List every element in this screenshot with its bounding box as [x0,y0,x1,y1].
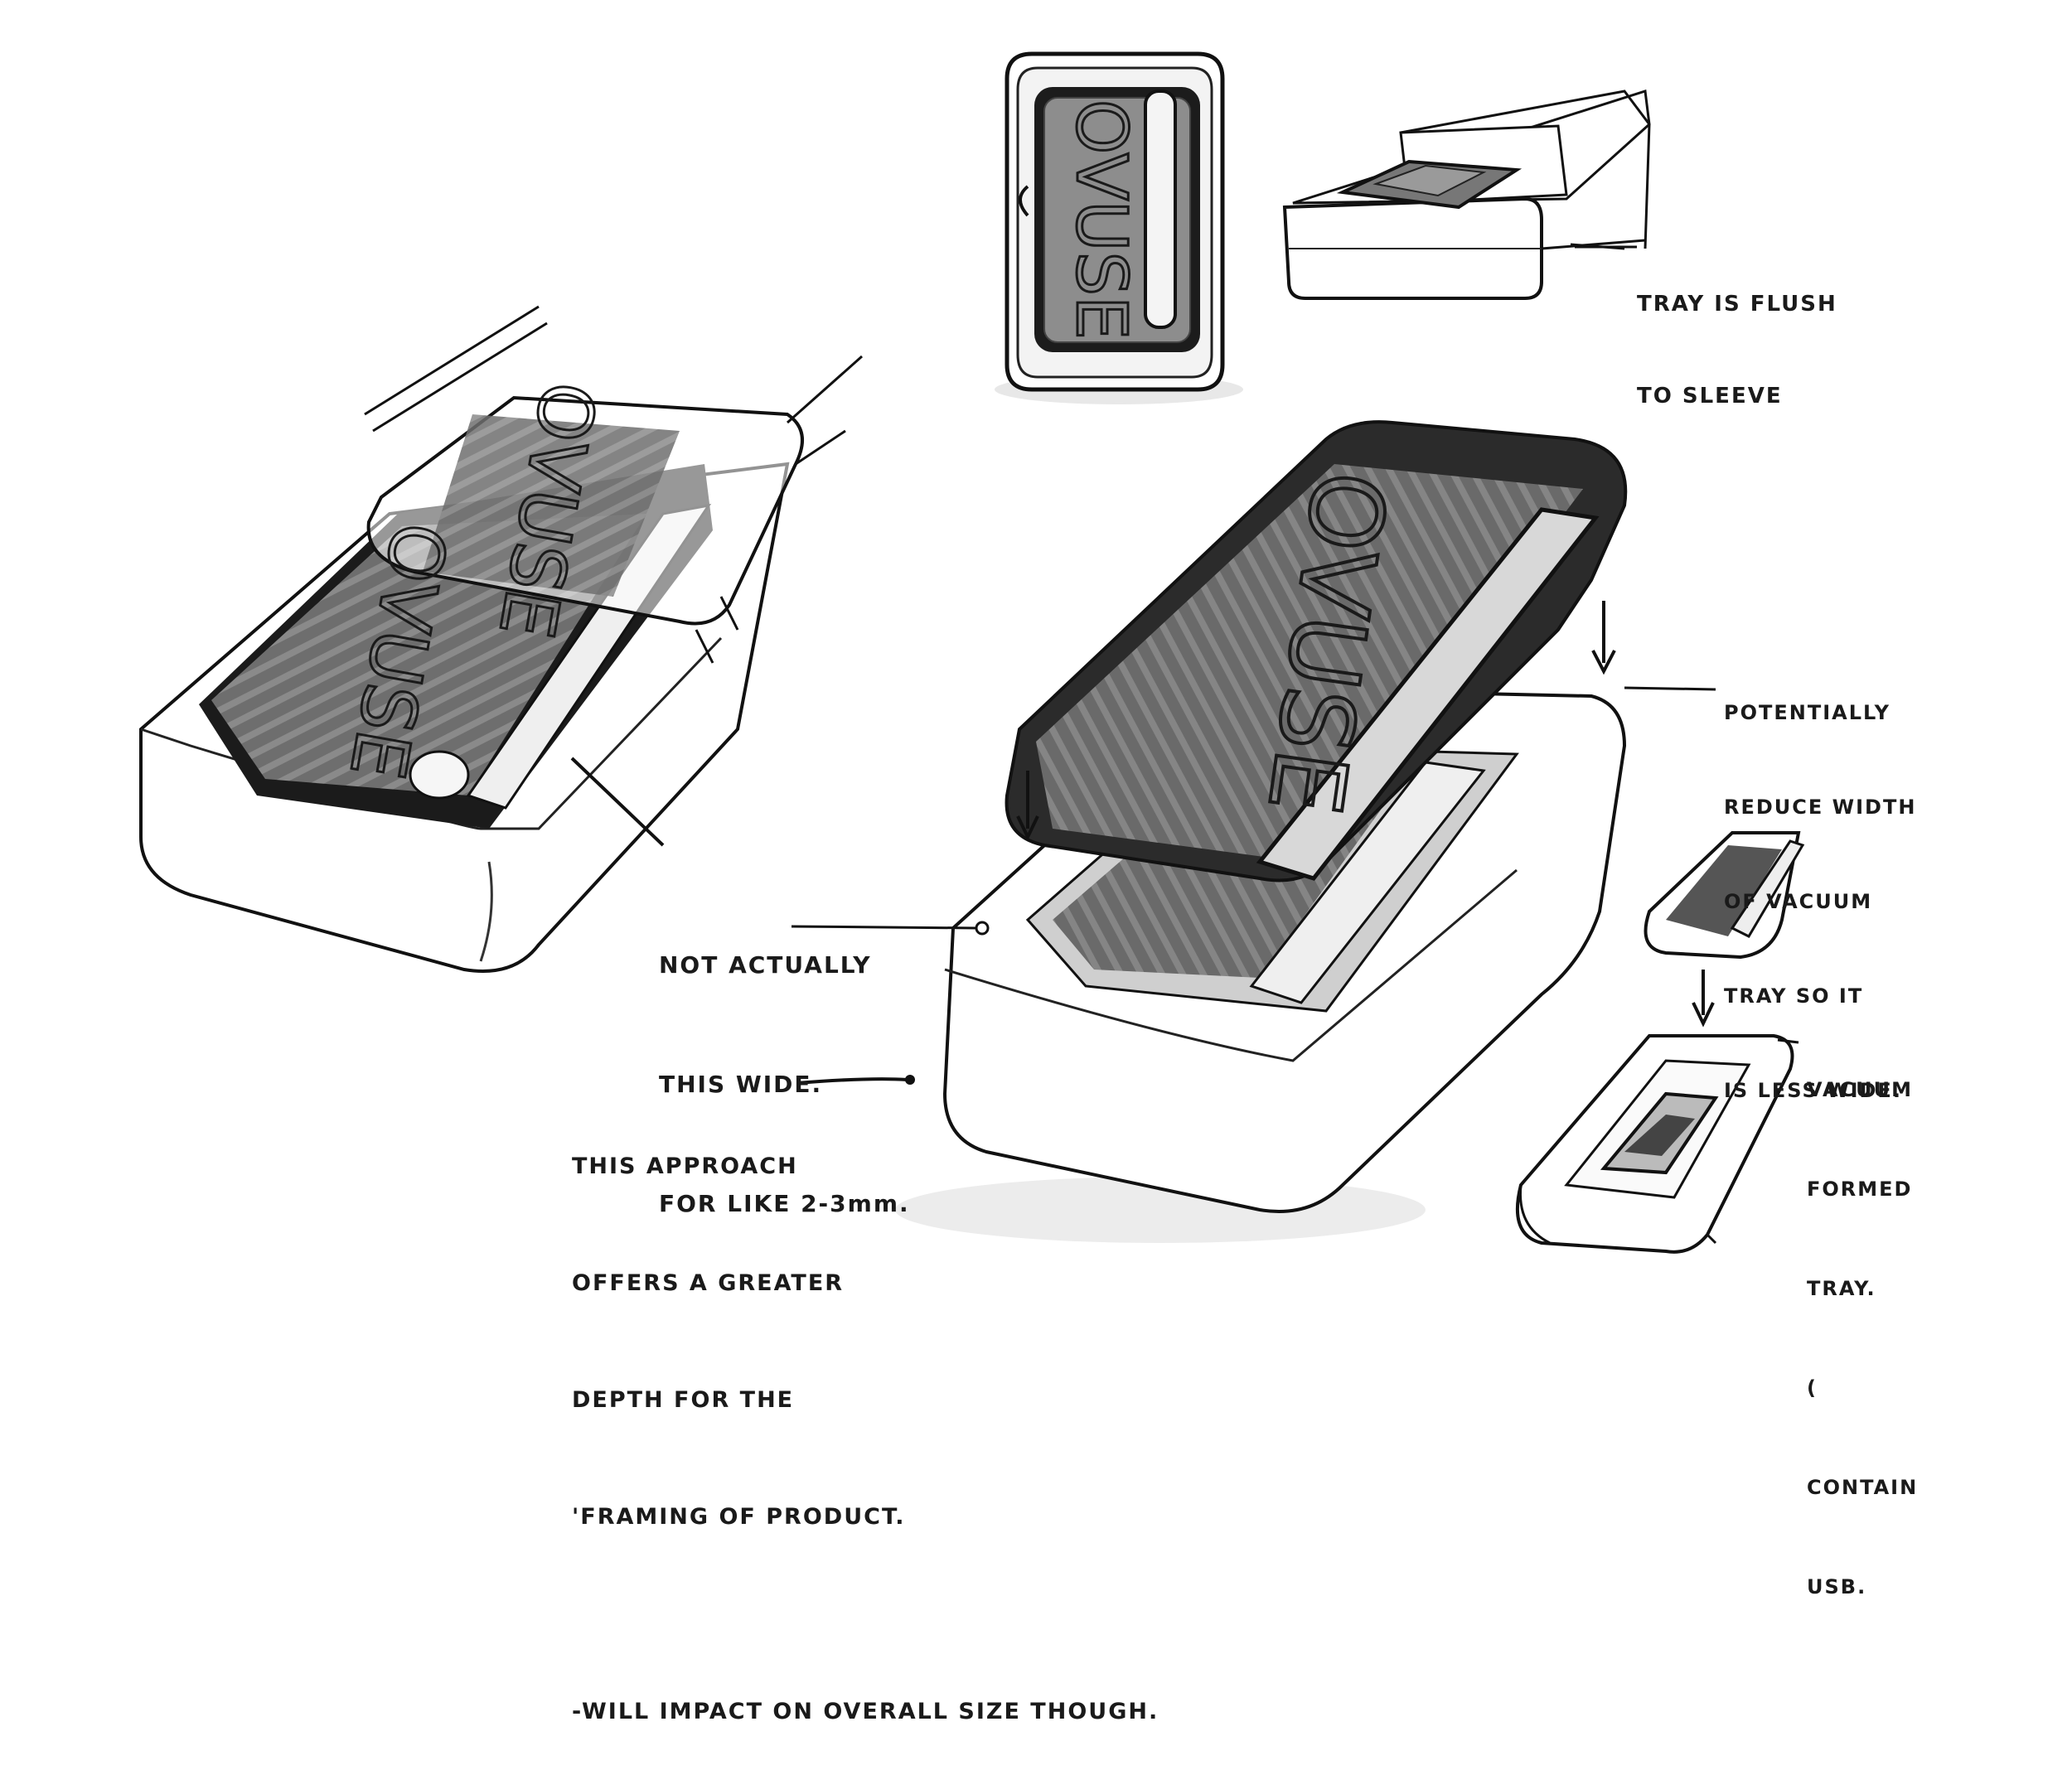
usb-tray-sketch [1515,831,1805,1254]
annotation-line: ( [1807,1376,1818,1400]
annotation-potential: POTENTIALLY REDUCE WIDTH OF VACUUM TRAY … [1724,634,1916,1138]
sketch-canvas: OVUSE OVUSE OVUSE [139,51,1805,1254]
leader-line-vacuum [1777,1038,1799,1044]
annotation-line: 'FRAMING OF PRODUCT. [572,1504,906,1530]
leader-line-width-2 [791,925,977,930]
annotation-line: TRAY IS FLUSH [1637,292,1837,317]
annotation-line: FOR LIKE 2-3mm. [659,1190,910,1217]
annotation-line: OFFERS A GREATER [572,1270,845,1296]
exploded-view-sketch: OVUSE [895,420,1628,1243]
annotation-width: NOT ACTUALLY THIS WIDE. FOR LIKE 2-3mm. [659,866,910,1264]
annotation-line: TRAY SO IT [1724,984,1864,1008]
annotation-line: THIS WIDE. [659,1071,823,1098]
annotation-line: DEPTH FOR THE [572,1387,795,1413]
leader-line-flush [1570,243,1625,250]
front-view-sketch: OVUSE [995,51,1243,404]
annotation-vacuum: VACUUM FORMED TRAY. ( CONTAIN USB. [1807,1007,1918,1637]
leader-line-potential [1624,686,1716,691]
leader-line-approach [796,1077,908,1085]
annotation-flush: TRAY IS FLUSH TO SLEEVE [1637,228,1837,442]
annotation-line: OF VACUUM [1724,890,1873,913]
leader-line-width [570,757,665,847]
sleeve-sketch [1282,89,1651,300]
annotation-line: REDUCE WIDTH [1724,796,1917,819]
annotation-line: USB. [1807,1575,1867,1598]
annotation-line: CONTAIN [1807,1476,1919,1499]
annotation-line: TRAY. [1807,1277,1876,1300]
annotation-line: VACUUM [1807,1078,1913,1101]
front-view-logo: OVUSE [1061,99,1142,340]
annotation-approach: THIS APPROACH OFFERS A GREATER DEPTH FOR… [572,1069,1159,1770]
annotation-line: POTENTIALLY [1724,701,1890,724]
annotation-line: TO SLEEVE [1637,384,1783,409]
open-box-sketch: OVUSE OVUSE [139,305,863,973]
annotation-line: -WILL IMPACT ON OVERALL SIZE THOUGH. [572,1699,1159,1724]
annotation-line: FORMED [1807,1178,1913,1201]
annotation-line: IS LESS WIDE. [1724,1079,1902,1102]
annotation-line: NOT ACTUALLY [659,951,872,979]
annotation-line: THIS APPROACH [572,1153,798,1179]
